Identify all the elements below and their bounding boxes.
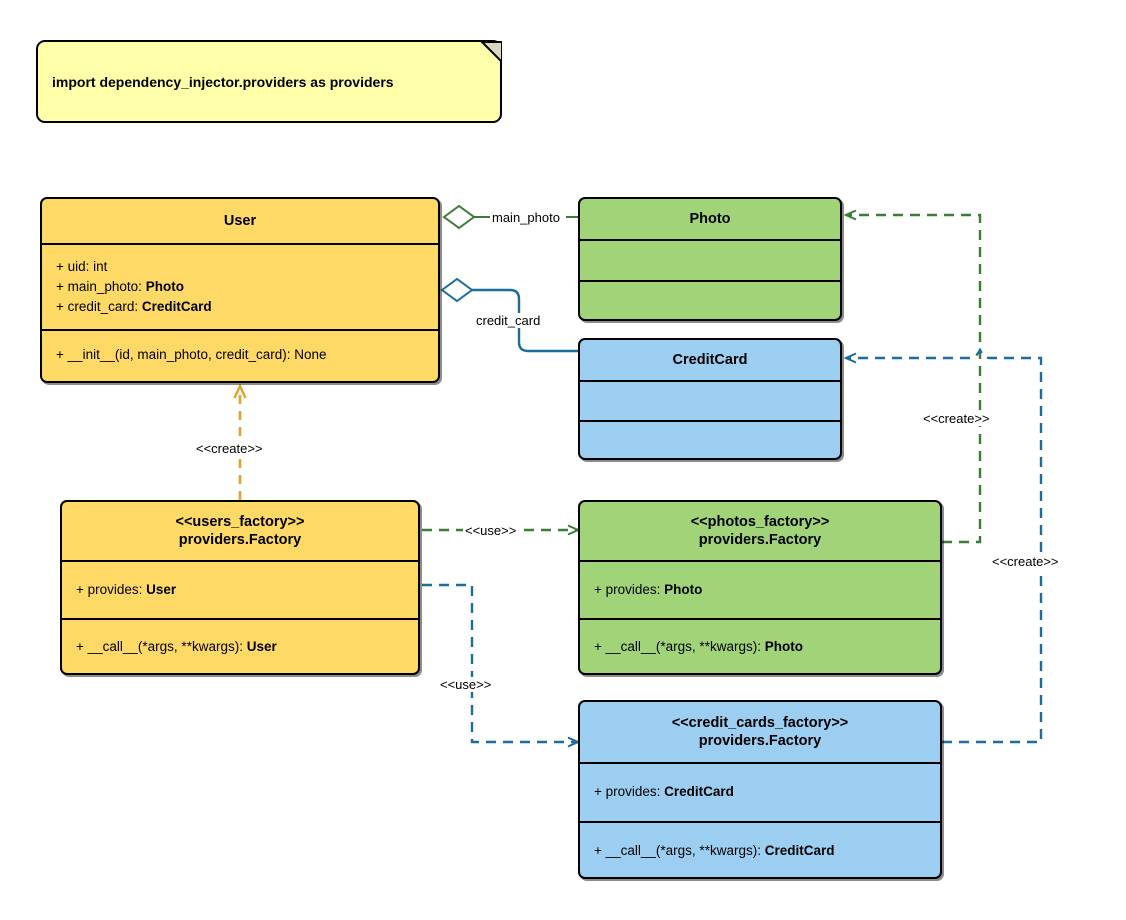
- class-user-methods: + __init__(id, main_photo, credit_card):…: [42, 329, 438, 380]
- method-text: + __call__(*args, **kwargs):: [594, 638, 765, 654]
- attribute-row: + main_photo: Photo: [56, 277, 424, 297]
- method-text: + __call__(*args, **kwargs):: [76, 638, 247, 654]
- attribute-type: CreditCard: [141, 299, 212, 315]
- edge-label-credit-card: credit_card: [474, 313, 543, 328]
- method-text: + __call__(*args, **kwargs):: [594, 842, 765, 858]
- note-text: import dependency_injector.providers as …: [52, 73, 394, 90]
- class-users-factory-methods: + __call__(*args, **kwargs): User: [62, 618, 418, 673]
- attribute-row: + uid: int: [56, 257, 424, 277]
- attribute-text: + uid: int: [56, 258, 108, 274]
- class-credit-cards-factory-stereotype: <<credit_cards_factory>>: [671, 714, 849, 731]
- method-row: + __call__(*args, **kwargs): Photo: [594, 637, 926, 657]
- method-row: + __init__(id, main_photo, credit_card):…: [56, 345, 424, 365]
- class-user-name: User: [223, 212, 257, 229]
- edge-label-use-credit-cards: <<use>>: [438, 677, 494, 692]
- attribute-text: + provides:: [594, 784, 665, 800]
- class-credit-cards-factory-name: providers.Factory: [698, 733, 822, 749]
- attribute-type: Photo: [145, 278, 184, 294]
- edge-label-create-photo: <<create>>: [921, 411, 992, 426]
- attribute-text: + main_photo:: [56, 278, 146, 294]
- class-box-user[interactable]: User + uid: int + main_photo: Photo + cr…: [40, 197, 440, 383]
- note-import-statement: import dependency_injector.providers as …: [36, 40, 502, 123]
- edge-use-credit-cards-factory: [422, 583, 578, 742]
- class-user-header: User: [42, 199, 438, 243]
- method-row: + __call__(*args, **kwargs): CreditCard: [594, 841, 926, 861]
- class-photo-methods: [580, 280, 840, 319]
- class-user-attributes: + uid: int + main_photo: Photo + credit_…: [42, 243, 438, 329]
- attribute-type: CreditCard: [664, 784, 734, 800]
- edge-label-create-user: <<create>>: [194, 441, 265, 456]
- class-credit-card-name: CreditCard: [672, 351, 748, 368]
- class-photos-factory-name: providers.Factory: [698, 532, 822, 548]
- class-photo-attributes: [580, 239, 840, 280]
- note-fold-corner-icon: [480, 40, 502, 62]
- attribute-type: Photo: [664, 581, 703, 597]
- class-users-factory-name: providers.Factory: [178, 532, 302, 548]
- class-box-credit-cards-factory[interactable]: <<credit_cards_factory>> providers.Facto…: [578, 700, 942, 879]
- class-box-users-factory[interactable]: <<users_factory>> providers.Factory + pr…: [60, 500, 420, 675]
- class-photos-factory-header: <<photos_factory>> providers.Factory: [580, 502, 940, 560]
- class-users-factory-header: <<users_factory>> providers.Factory: [62, 502, 418, 560]
- method-row: + __call__(*args, **kwargs): User: [76, 637, 404, 657]
- class-credit-card-attributes: [580, 380, 840, 420]
- class-credit-card-methods: [580, 420, 840, 458]
- attribute-text: + credit_card:: [56, 299, 142, 315]
- attribute-row: + provides: Photo: [594, 580, 926, 600]
- edge-label-main-photo: main_photo: [490, 210, 562, 225]
- class-credit-cards-factory-header: <<credit_cards_factory>> providers.Facto…: [580, 702, 940, 762]
- class-users-factory-stereotype: <<users_factory>>: [175, 513, 305, 530]
- class-photos-factory-methods: + __call__(*args, **kwargs): Photo: [580, 618, 940, 673]
- class-photo-header: Photo: [580, 199, 840, 239]
- attribute-type: User: [146, 581, 177, 597]
- method-return-type: CreditCard: [764, 842, 835, 858]
- attribute-row: + credit_card: CreditCard: [56, 297, 424, 317]
- edge-create-photo: [846, 215, 982, 544]
- method-return-type: User: [246, 638, 277, 654]
- class-box-photo[interactable]: Photo: [578, 197, 842, 321]
- attribute-text: + provides:: [76, 581, 147, 597]
- method-text: + __init__(id, main_photo, credit_card):…: [56, 347, 327, 363]
- method-return-type: Photo: [764, 638, 803, 654]
- edge-label-use-photos: <<use>>: [463, 523, 519, 538]
- attribute-row: + provides: User: [76, 580, 404, 600]
- class-box-photos-factory[interactable]: <<photos_factory>> providers.Factory + p…: [578, 500, 942, 675]
- class-photos-factory-attributes: + provides: Photo: [580, 560, 940, 618]
- class-credit-card-header: CreditCard: [580, 340, 840, 380]
- class-box-credit-card[interactable]: CreditCard: [578, 338, 842, 460]
- edge-label-create-credit-card: <<create>>: [990, 554, 1061, 569]
- attribute-text: + provides:: [594, 581, 665, 597]
- class-credit-cards-factory-attributes: + provides: CreditCard: [580, 762, 940, 821]
- class-credit-cards-factory-methods: + __call__(*args, **kwargs): CreditCard: [580, 821, 940, 877]
- attribute-row: + provides: CreditCard: [594, 782, 926, 802]
- class-photo-name: Photo: [689, 210, 731, 227]
- class-photos-factory-stereotype: <<photos_factory>>: [690, 513, 830, 530]
- class-users-factory-attributes: + provides: User: [62, 560, 418, 618]
